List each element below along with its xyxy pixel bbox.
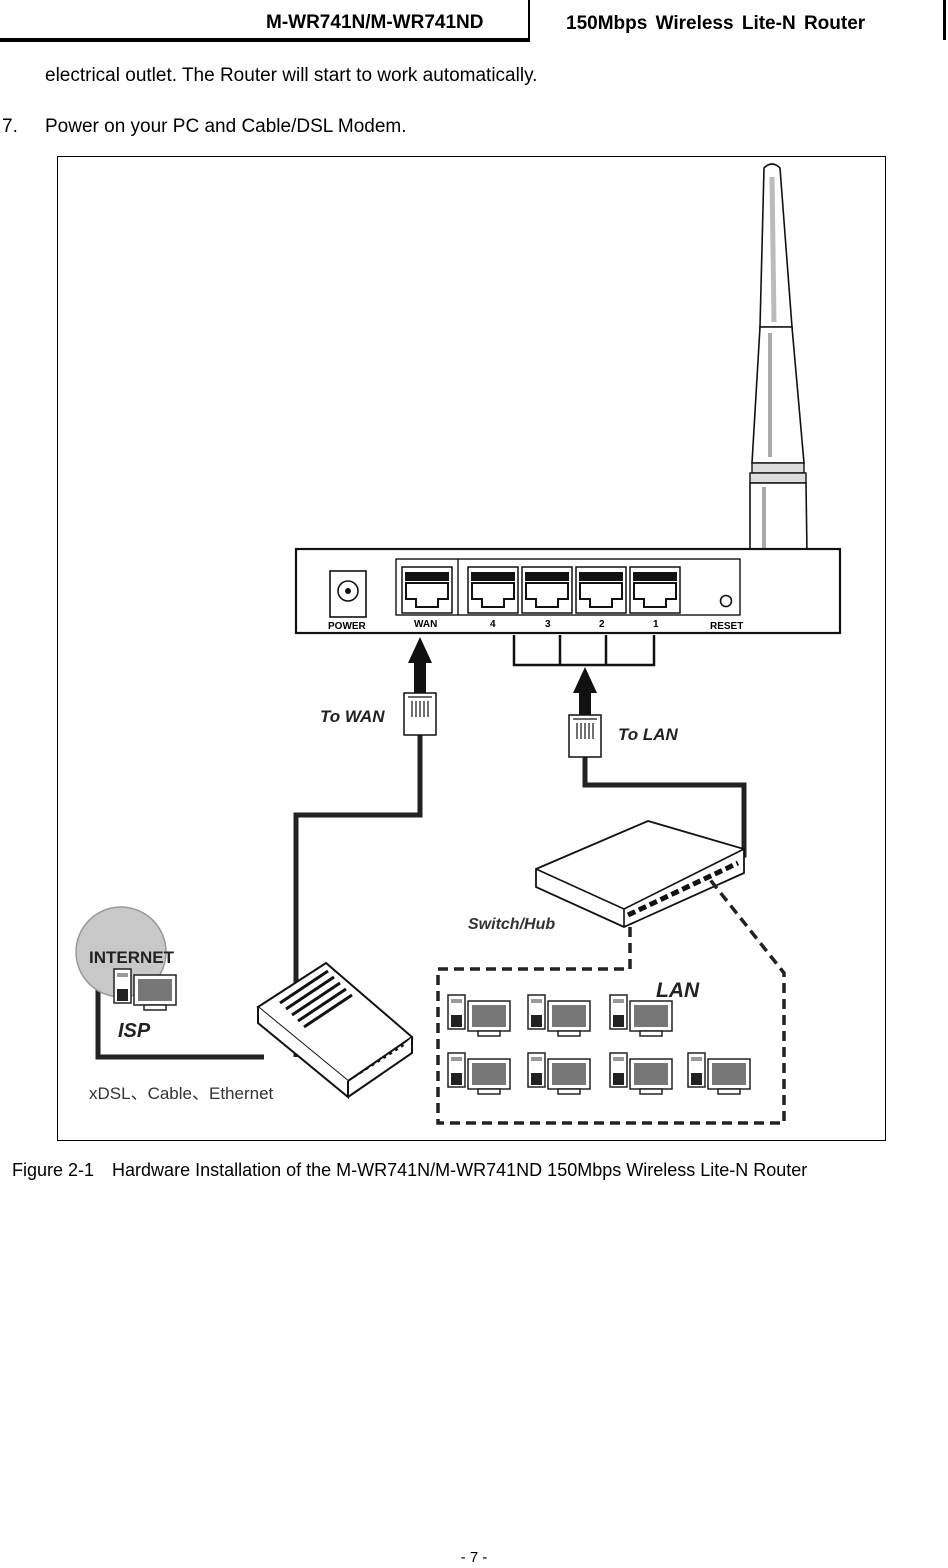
- internet-globe-icon: [75, 906, 177, 1011]
- label-port-3: 3: [545, 619, 551, 630]
- isp-label: ISP: [118, 1020, 151, 1042]
- internet-label: INTERNET: [89, 948, 175, 967]
- modem-icon: [256, 961, 414, 1100]
- caption-number: Figure 2-1: [12, 1160, 95, 1180]
- caption-text: Hardware Installation of the M-WR741N/M-…: [112, 1160, 808, 1180]
- header-model: M-WR741N/M-WR741ND: [266, 12, 484, 33]
- switch-hub-label: Switch/Hub: [468, 916, 555, 933]
- label-wan-port: WAN: [414, 619, 437, 630]
- page-number: - 7 -: [460, 1549, 488, 1566]
- label-power: POWER: [328, 621, 367, 632]
- to-wan-label: To WAN: [320, 707, 385, 726]
- lan-computers-icon: [447, 994, 751, 1095]
- switch-hub-icon: [535, 820, 745, 928]
- step-text: Power on your PC and Cable/DSL Modem.: [45, 116, 407, 137]
- hardware-installation-figure: POWER WAN 4 3 2 1 RESET To WAN To LAN Sw…: [57, 156, 886, 1141]
- label-port-4: 4: [490, 619, 496, 630]
- figure-caption: Figure 2-1 Hardware Installation of the M…: [12, 1160, 807, 1181]
- label-port-1: 1: [653, 619, 659, 630]
- page-header: M-WR741N/M-WR741ND 150Mbps Wireless Lite…: [0, 0, 948, 42]
- lan-label: LAN: [656, 979, 700, 1002]
- router-rear-panel: [294, 547, 842, 635]
- connection-types-label: xDSL、Cable、Ethernet: [89, 1084, 274, 1103]
- label-reset: RESET: [710, 621, 743, 632]
- step-number: 7.: [2, 116, 18, 137]
- header-rule: [0, 38, 530, 42]
- header-product-tab: 150Mbps Wireless Lite-N Router: [528, 0, 946, 40]
- label-port-2: 2: [599, 619, 605, 630]
- continuation-text: electrical outlet. The Router will start…: [45, 65, 538, 86]
- to-lan-label: To LAN: [618, 725, 679, 744]
- header-product: 150Mbps Wireless Lite-N Router: [566, 13, 866, 34]
